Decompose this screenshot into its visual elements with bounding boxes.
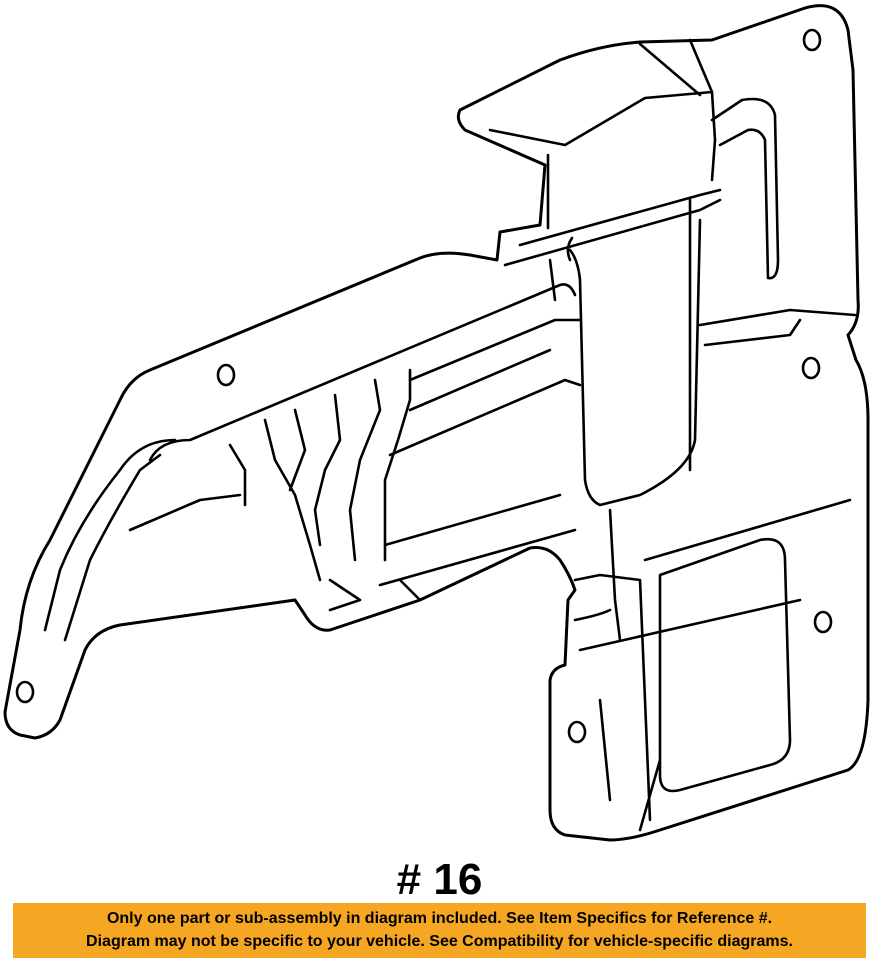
lower-right-panel xyxy=(573,498,852,832)
disclaimer-line-2: Diagram may not be specific to your vehi… xyxy=(86,933,793,950)
bracket-drawing-icon xyxy=(3,4,870,842)
mounting-hole xyxy=(567,720,587,744)
mounting-hole xyxy=(15,680,35,704)
middle-panel-lines xyxy=(128,283,857,587)
center-column xyxy=(548,218,702,507)
mounting-hole xyxy=(802,28,822,52)
part-diagram xyxy=(3,4,870,842)
disclaimer-banner: Only one part or sub-assembly in diagram… xyxy=(13,903,866,958)
mounting-hole xyxy=(801,356,821,380)
top-channel xyxy=(488,38,717,230)
right-channel xyxy=(503,97,780,472)
mounting-hole xyxy=(216,363,236,387)
part-number-label: # 16 xyxy=(396,855,483,904)
disclaimer-line-1: Only one part or sub-assembly in diagram… xyxy=(106,910,773,927)
left-rib-lines xyxy=(43,368,422,642)
mounting-hole xyxy=(813,610,833,634)
bracket-outline xyxy=(3,4,870,842)
